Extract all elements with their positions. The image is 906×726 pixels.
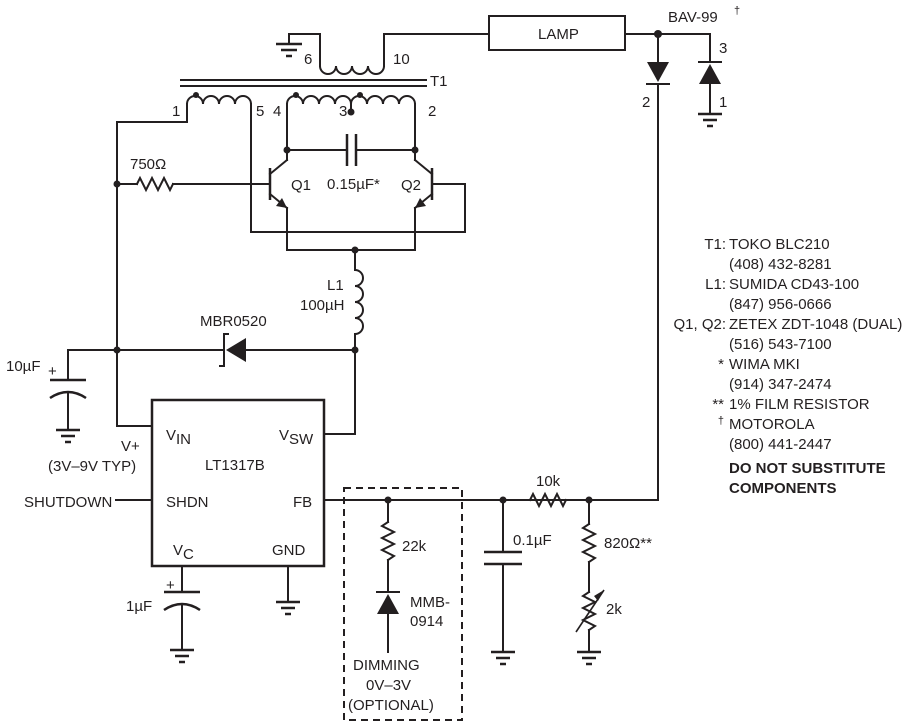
- ic-gnd-pin: GND: [272, 542, 306, 559]
- bav99-diode: [646, 30, 722, 501]
- dimming-label-1: DIMMING: [353, 657, 420, 674]
- l1-value-label: 100µH: [300, 297, 345, 314]
- l1-label: L1: [327, 277, 344, 294]
- note-prefix: **: [712, 396, 724, 413]
- note-text: SUMIDA CD43-100: [729, 276, 859, 293]
- ic-vc-pin: VC: [173, 542, 194, 563]
- t1-label: T1: [430, 73, 448, 90]
- capacitor-10uf: [49, 349, 87, 444]
- capacitor-10uf-plus: +: [48, 363, 57, 380]
- note-prefix: *: [718, 356, 724, 373]
- bav-pin1-label: 1: [719, 94, 727, 111]
- inductor-l1: [286, 246, 416, 435]
- q2-label: Q2: [401, 177, 421, 194]
- note-text: (800) 441-2447: [729, 436, 832, 453]
- q1-label: Q1: [291, 177, 311, 194]
- note-text: 1% FILM RESISTOR: [729, 396, 870, 413]
- note-text: WIMA MKI: [729, 356, 800, 373]
- ic-shdn-pin: SHDN: [166, 494, 209, 511]
- t1-pin2-label: 2: [428, 103, 436, 120]
- transistor-q2: [250, 158, 466, 251]
- diode-mmb-label-2: 0914: [410, 613, 443, 630]
- parts-notes: T1: TOKO BLC210 (408) 432-8281 L1: SUMID…: [673, 236, 902, 497]
- note-text: MOTOROLA: [729, 416, 815, 433]
- t1-pin3-label: 3: [339, 103, 347, 120]
- transformer-secondary: [180, 33, 490, 87]
- vin-range-label: (3V–9V TYP): [48, 458, 136, 475]
- capacitor-015uf-label: 0.15µF*: [327, 176, 380, 193]
- t1-pin1-label: 1: [172, 103, 180, 120]
- note-text: (516) 543-7100: [729, 336, 832, 353]
- resistor-820-label: 820Ω**: [604, 535, 652, 552]
- resistor-750: [113, 121, 271, 427]
- note-text: ZETEX ZDT-1048 (DUAL): [729, 316, 902, 333]
- resistor-2k-label: 2k: [606, 601, 622, 618]
- note-text: (914) 347-2474: [729, 376, 832, 393]
- ic-vin-pin: VIN: [166, 427, 191, 448]
- resistor-22k-label: 22k: [402, 538, 427, 555]
- t1-pin4-label: 4: [273, 103, 281, 120]
- note-text: (408) 432-8281: [729, 256, 832, 273]
- transformer-primary: [116, 92, 417, 233]
- ic-name: LT1317B: [205, 457, 265, 474]
- diode-mbr0520: [67, 333, 359, 367]
- dimming-label-2: 0V–3V: [366, 677, 411, 694]
- dimming-label-3: (OPTIONAL): [348, 697, 434, 714]
- ic-lt1317b: [115, 398, 659, 616]
- lamp-label: LAMP: [538, 26, 579, 43]
- bav99-label: BAV-99: [668, 9, 718, 26]
- resistor-750-label: 750Ω: [130, 156, 166, 173]
- t1-pin6-label: 6: [304, 51, 312, 68]
- capacitor-015uf: [283, 134, 419, 166]
- feedback-network: [484, 491, 605, 666]
- note-prefix: †: [718, 415, 724, 427]
- mbr0520-label: MBR0520: [200, 313, 267, 330]
- diode-mmb-label-1: MMB-: [410, 594, 450, 611]
- resistor-10k-label: 10k: [536, 473, 561, 490]
- dimming-section: [343, 487, 463, 721]
- lamp: [488, 15, 711, 51]
- capacitor-10uf-label: 10µF: [6, 358, 41, 375]
- bav-pin3-label: 3: [719, 40, 727, 57]
- note-prefix: T1:: [704, 236, 726, 253]
- shutdown-label: SHUTDOWN: [24, 494, 112, 511]
- warning-text: DO NOT SUBSTITUTE: [729, 460, 886, 477]
- ic-fb-pin: FB: [293, 494, 312, 511]
- capacitor-1uf-label: 1µF: [126, 598, 152, 615]
- capacitor-1uf: [163, 590, 201, 664]
- bav99-dagger: †: [734, 5, 740, 17]
- t1-pin5-label: 5: [256, 103, 264, 120]
- note-text: (847) 956-0666: [729, 296, 832, 313]
- note-prefix: Q1, Q2:: [673, 316, 726, 333]
- capacitor-01uf-label: 0.1µF: [513, 532, 552, 549]
- capacitor-1uf-plus: +: [166, 577, 175, 594]
- transistor-q1: [268, 158, 289, 251]
- bav-pin2-label: 2: [642, 94, 650, 111]
- ic-vsw-pin: VSW: [279, 427, 314, 448]
- vplus-label: V+: [121, 438, 140, 455]
- warning-text: COMPONENTS: [729, 480, 837, 497]
- note-text: TOKO BLC210: [729, 236, 830, 253]
- t1-pin10-label: 10: [393, 51, 410, 68]
- note-prefix: L1:: [705, 276, 726, 293]
